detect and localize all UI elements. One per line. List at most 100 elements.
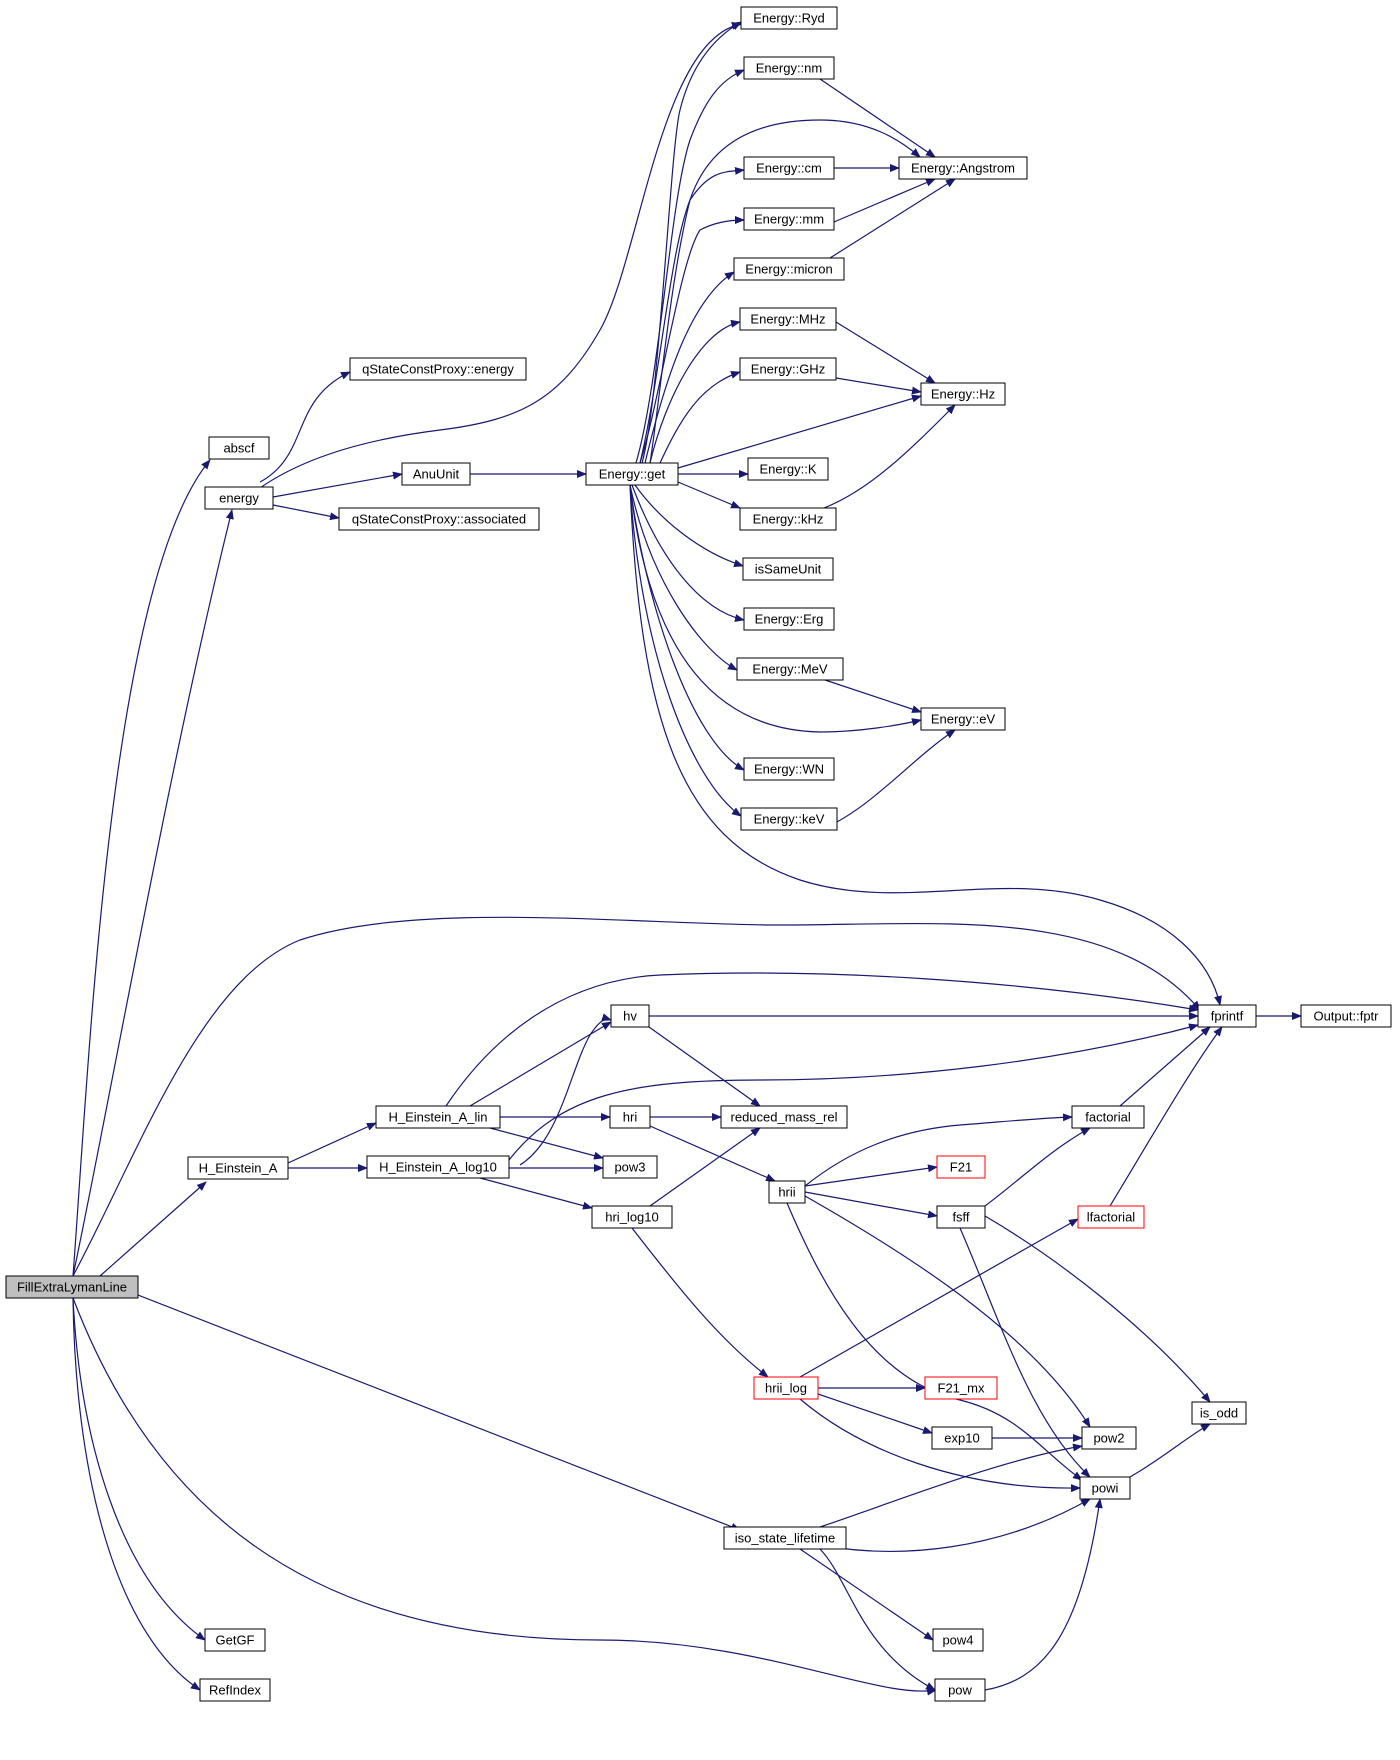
edge-e_micron-to-e_ang xyxy=(829,178,956,259)
node-exp10[interactable]: exp10 xyxy=(931,1426,993,1450)
edge-eget-to-e_ang xyxy=(649,119,921,464)
node-box xyxy=(349,357,527,381)
node-pow3[interactable]: pow3 xyxy=(602,1155,658,1179)
node-h_ein_lin[interactable]: H_Einstein_A_lin xyxy=(375,1105,501,1129)
node-pow4[interactable]: pow4 xyxy=(932,1628,984,1652)
node-is_odd[interactable]: is_odd xyxy=(1191,1401,1247,1425)
node-e_mev[interactable]: Energy::MeV xyxy=(736,657,844,681)
edge-fsff-to-factorial xyxy=(984,1127,1091,1207)
node-hv[interactable]: hv xyxy=(610,1004,650,1028)
node-refindex[interactable]: RefIndex xyxy=(199,1678,271,1702)
node-e_k[interactable]: Energy::K xyxy=(747,457,829,481)
node-e_nm[interactable]: Energy::nm xyxy=(743,56,835,80)
edge-hri_log-to-hrii_log xyxy=(631,1227,769,1378)
node-f21mx[interactable]: F21_mx xyxy=(924,1376,998,1400)
node-box xyxy=(736,657,844,681)
node-qsc_energy[interactable]: qStateConstProxy::energy xyxy=(349,357,527,381)
node-pow[interactable]: pow xyxy=(934,1678,986,1702)
node-f21[interactable]: F21 xyxy=(936,1155,986,1179)
node-h_ein_log[interactable]: H_Einstein_A_log10 xyxy=(366,1155,510,1179)
node-h_ein[interactable]: H_Einstein_A xyxy=(187,1156,289,1180)
node-hri[interactable]: hri xyxy=(609,1105,651,1129)
node-fsff[interactable]: fsff xyxy=(936,1205,986,1229)
node-label: Energy::mm xyxy=(754,212,824,227)
node-box xyxy=(936,1155,986,1179)
node-label: energy xyxy=(219,491,259,506)
node-e_ev[interactable]: Energy::eV xyxy=(920,707,1006,731)
node-box xyxy=(585,462,679,486)
edge-fsff-to-powi xyxy=(959,1227,1091,1478)
node-abscf[interactable]: abscf xyxy=(208,436,270,460)
node-powi[interactable]: powi xyxy=(1079,1476,1131,1500)
node-e_ryd[interactable]: Energy::Ryd xyxy=(740,6,838,30)
node-e_mm[interactable]: Energy::mm xyxy=(743,207,835,231)
node-factorial[interactable]: factorial xyxy=(1071,1105,1145,1129)
node-e_hz[interactable]: Energy::Hz xyxy=(920,382,1006,406)
edge-eget-to-e_ghz xyxy=(659,370,741,464)
node-box xyxy=(743,56,835,80)
node-e_micron[interactable]: Energy::micron xyxy=(733,257,845,281)
node-box xyxy=(742,557,834,581)
node-label: Energy::micron xyxy=(745,262,832,277)
node-box xyxy=(187,1156,289,1180)
node-e_erg[interactable]: Energy::Erg xyxy=(743,607,835,631)
node-fptr[interactable]: Output::fptr xyxy=(1300,1004,1392,1028)
node-label: pow3 xyxy=(614,1160,645,1175)
node-label: Energy::Angstrom xyxy=(911,161,1015,176)
node-box xyxy=(733,257,845,281)
node-hri_log[interactable]: hri_log10 xyxy=(591,1205,673,1229)
node-box xyxy=(934,1678,986,1702)
node-qsc_assoc[interactable]: qStateConstProxy::associated xyxy=(338,507,540,531)
edge-hrii_log-to-powi xyxy=(799,1398,1081,1493)
edge-e_khz-to-e_hz xyxy=(823,404,956,509)
edge-iso-to-pow2 xyxy=(819,1443,1083,1528)
node-label: Energy::MeV xyxy=(752,662,827,677)
node-fprintf[interactable]: fprintf xyxy=(1197,1004,1257,1028)
node-label: Output::fptr xyxy=(1313,1009,1379,1024)
node-iso[interactable]: iso_state_lifetime xyxy=(723,1526,847,1550)
nodes-layer: FillExtraLymanLine abscf energy qStateConst… xyxy=(5,6,1392,1702)
edge-h_ein_lin-to-fprintf xyxy=(445,972,1199,1107)
node-e_cm[interactable]: Energy::cm xyxy=(743,156,835,180)
node-issame[interactable]: isSameUnit xyxy=(742,557,834,581)
edge-e_mhz-to-e_hz xyxy=(835,321,936,384)
node-eget[interactable]: Energy::get xyxy=(585,462,679,486)
node-box xyxy=(739,307,837,331)
node-label: Energy::Ryd xyxy=(753,11,825,26)
node-e_mhz[interactable]: Energy::MHz xyxy=(739,307,837,331)
node-e_ang[interactable]: Energy::Angstrom xyxy=(898,156,1028,180)
node-hrii_log[interactable]: hrii_log xyxy=(753,1376,819,1400)
node-e_khz[interactable]: Energy::kHz xyxy=(739,507,837,531)
node-label: is_odd xyxy=(1200,1406,1238,1421)
node-e_wn[interactable]: Energy::WN xyxy=(743,757,835,781)
node-box xyxy=(1191,1401,1247,1425)
node-rmr[interactable]: reduced_mass_rel xyxy=(720,1105,848,1129)
node-label: Energy::WN xyxy=(754,762,824,777)
node-label: hv xyxy=(623,1009,637,1024)
node-label: reduced_mass_rel xyxy=(731,1110,838,1125)
node-label: factorial xyxy=(1085,1110,1131,1125)
node-label: F21 xyxy=(950,1160,972,1175)
node-label: Energy::nm xyxy=(756,61,822,76)
edge-root-to-pow xyxy=(72,1297,937,1696)
node-label: qStateConstProxy::energy xyxy=(362,362,514,377)
node-anuunit[interactable]: AnuUnit xyxy=(401,462,471,486)
edge-e_mm-to-e_ang xyxy=(833,178,936,223)
node-pow2[interactable]: pow2 xyxy=(1081,1426,1137,1450)
edge-hrii_log-to-lfact xyxy=(799,1218,1079,1378)
node-hrii[interactable]: hrii xyxy=(768,1180,806,1204)
edge-root-to-abscf xyxy=(72,459,211,1277)
node-box xyxy=(739,357,837,381)
node-energy[interactable]: energy xyxy=(204,486,274,510)
node-box xyxy=(743,757,835,781)
node-label: H_Einstein_A_lin xyxy=(388,1110,487,1125)
node-label: F21_mx xyxy=(938,1381,985,1396)
node-e_ghz[interactable]: Energy::GHz xyxy=(739,357,837,381)
node-label: lfactorial xyxy=(1087,1210,1136,1225)
node-lfact[interactable]: lfactorial xyxy=(1077,1205,1145,1229)
edges-layer xyxy=(72,21,1302,1696)
node-getgf[interactable]: GetGF xyxy=(204,1628,266,1652)
node-label: abscf xyxy=(223,441,254,456)
node-root[interactable]: FillExtraLymanLine xyxy=(5,1275,139,1299)
node-e_kev[interactable]: Energy::keV xyxy=(740,807,838,831)
